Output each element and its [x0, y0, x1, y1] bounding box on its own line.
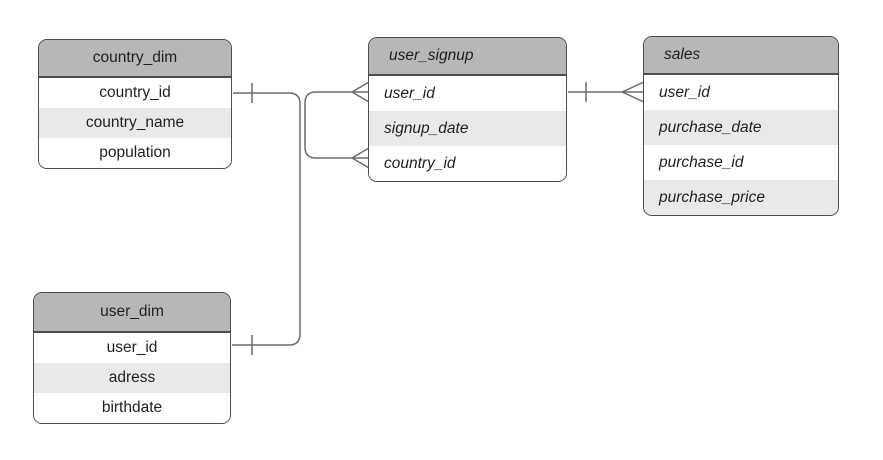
cardinality-many-foot-usersignup-countryid — [351, 147, 370, 169]
entity-user-dim[interactable]: user_dim user_id adress birthdate — [33, 292, 231, 424]
entity-field[interactable]: user_id — [644, 75, 838, 110]
entity-field[interactable]: purchase_id — [644, 145, 838, 180]
entity-country-dim[interactable]: country_dim country_id country_name popu… — [38, 39, 232, 169]
entity-field[interactable]: user_id — [34, 333, 230, 363]
connector-usersignup-bracket[interactable] — [304, 91, 352, 159]
entity-field[interactable]: country_id — [369, 146, 566, 181]
entity-field[interactable]: population — [39, 138, 231, 168]
entity-field[interactable]: country_id — [39, 78, 231, 108]
entity-sales[interactable]: sales user_id purchase_date purchase_id … — [643, 36, 839, 216]
entity-field[interactable]: signup_date — [369, 111, 566, 146]
entity-user-signup[interactable]: user_signup user_id signup_date country_… — [368, 37, 567, 182]
cardinality-many-foot-sales-userid — [621, 81, 645, 103]
entity-field[interactable]: birthdate — [34, 393, 230, 423]
entity-title[interactable]: user_dim — [34, 293, 230, 333]
connector-countrydim-userdim-trunk[interactable] — [232, 92, 301, 346]
entity-title[interactable]: sales — [644, 37, 838, 75]
entity-field[interactable]: user_id — [369, 76, 566, 111]
entity-field[interactable]: country_name — [39, 108, 231, 138]
entity-field[interactable]: adress — [34, 363, 230, 393]
entity-field[interactable]: purchase_price — [644, 180, 838, 215]
entity-title[interactable]: country_dim — [39, 40, 231, 78]
entity-field[interactable]: purchase_date — [644, 110, 838, 145]
entity-title[interactable]: user_signup — [369, 38, 566, 76]
cardinality-many-foot-usersignup-userid — [351, 81, 370, 103]
